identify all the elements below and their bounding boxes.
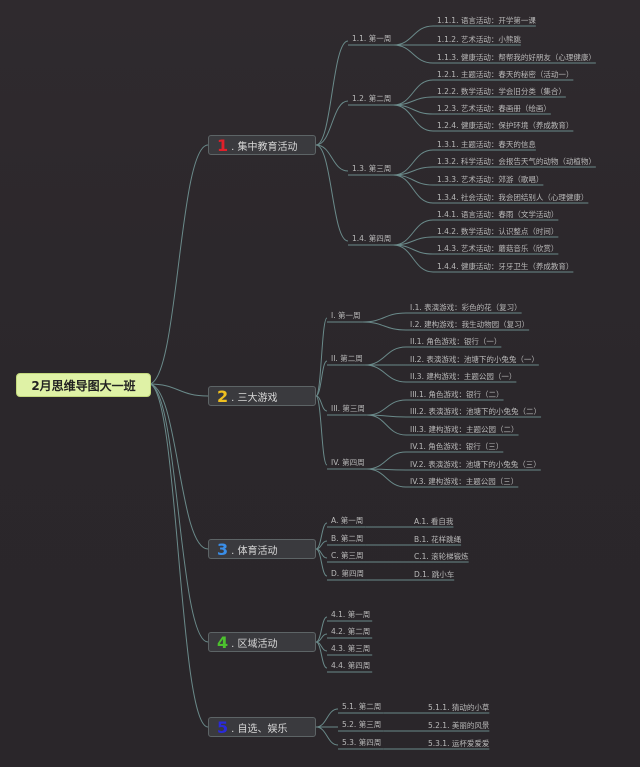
week-label[interactable]: 4.3. 第三周 (331, 644, 371, 653)
leaf-connector (393, 44, 434, 64)
branch-node-2[interactable]: 2. 三大游戏 (208, 386, 316, 406)
activity-item[interactable]: 5.2.1. 美丽的风景 (428, 721, 490, 730)
branch-number: 1 (217, 135, 229, 155)
activity-item[interactable]: 1.1.2. 艺术活动：小熊跳 (437, 35, 521, 44)
branch-label: . 区域活动 (231, 638, 278, 650)
week-label[interactable]: 5.1. 第二周 (342, 702, 382, 711)
branch-node-4[interactable]: 4. 区域活动 (208, 632, 316, 652)
week-connector (315, 100, 349, 146)
leaf-connector (366, 414, 407, 436)
activity-item[interactable]: 1.1.3. 健康活动：帮帮我的好朋友（心理健康） (437, 53, 596, 62)
week-label[interactable]: II. 第二周 (331, 354, 363, 363)
week-connector (315, 40, 349, 146)
activity-item[interactable]: IV.2. 表演游戏：池塘下的小兔兔（三） (410, 460, 541, 469)
root-node[interactable]: 2月思维导图大一班 (16, 373, 151, 397)
activity-item[interactable]: IV.3. 建构游戏：主题公园（三） (410, 477, 519, 486)
leaf-connector (393, 25, 434, 46)
week-label[interactable]: IV. 第四周 (331, 458, 365, 467)
week-connector (315, 360, 328, 397)
leaf-connector (393, 104, 434, 132)
root-connector (148, 383, 209, 550)
leaf-connector (362, 312, 407, 323)
week-connector (315, 317, 328, 397)
week-label[interactable]: 1.1. 第一周 (352, 34, 392, 43)
activity-item[interactable]: 1.3.1. 主题活动：春天的信息 (437, 140, 536, 149)
branch-number: 4 (217, 632, 229, 652)
week-label[interactable]: 1.2. 第二周 (352, 94, 392, 103)
activity-item[interactable]: 1.1.1. 语言活动：开学第一课 (437, 16, 536, 25)
leaf-connector (366, 468, 407, 488)
branch-number: 5 (217, 717, 229, 737)
activity-item[interactable]: 5.1.1. 猜动的小草 (428, 703, 490, 712)
activity-item[interactable]: 1.4.1. 语言活动：春雨（文学活动） (437, 210, 559, 219)
activity-item[interactable]: 1.3.3. 艺术活动：郊游（歌唱） (437, 175, 544, 184)
root-connector (148, 383, 209, 397)
week-label[interactable]: A. 第一周 (331, 516, 364, 525)
branch-number: 2 (217, 386, 229, 406)
week-connector (315, 641, 328, 669)
activity-item[interactable]: III.3. 建构游戏：主题公园（二） (410, 425, 519, 434)
activity-item[interactable]: III.1. 角色游戏：银行（二） (410, 390, 504, 399)
activity-item[interactable]: 1.2.3. 艺术活动：春画册（绘画） (437, 104, 551, 113)
week-connector (315, 144, 349, 172)
activity-item[interactable]: II.1. 角色游戏：银行（一） (410, 337, 502, 346)
activity-item[interactable]: D.1. 跳小车 (414, 570, 455, 579)
week-label[interactable]: C. 第三周 (331, 551, 364, 560)
leaf-connector (366, 451, 407, 470)
activity-item[interactable]: I.2. 建构游戏：我生动物园（复习） (410, 320, 530, 329)
activity-item[interactable]: 5.3.1. 运杯爱爱爱 (428, 739, 490, 748)
week-label[interactable]: 5.2. 第三周 (342, 720, 382, 729)
branch-number: 3 (217, 539, 229, 559)
leaf-connector (393, 174, 434, 204)
week-label[interactable]: B. 第二周 (331, 534, 364, 543)
leaf-connector (364, 364, 407, 383)
activity-item[interactable]: I.1. 表演游戏：彩色的花（复习） (410, 303, 522, 312)
activity-item[interactable]: 1.4.3. 艺术活动：蘑菇音乐（欣赏） (437, 244, 559, 253)
branch-label: . 集中教育活动 (231, 141, 298, 153)
activity-item[interactable]: C.1. 滚轮梯锻炼 (414, 552, 469, 561)
week-connector (315, 726, 339, 746)
week-connector (315, 548, 328, 577)
branch-label: . 体育活动 (231, 545, 278, 557)
week-label[interactable]: III. 第三周 (331, 404, 365, 413)
activity-item[interactable]: 1.2.1. 主题活动：春天的秘密（活动一） (437, 70, 574, 79)
leaf-connector (362, 321, 407, 331)
root-connector (148, 383, 209, 728)
activity-item[interactable]: 1.4.2. 数学活动：认识整点（时间） (437, 227, 559, 236)
activity-item[interactable]: B.1. 花样跳绳 (414, 535, 462, 544)
week-connector (315, 522, 328, 550)
leaf-connector (364, 346, 407, 366)
week-connector (315, 708, 339, 728)
activity-item[interactable]: III.2. 表演游戏：池塘下的小兔兔（二） (410, 407, 542, 416)
activity-item[interactable]: 1.3.2. 科学活动：会报告天气的动物（动植物） (437, 157, 596, 166)
root-connector (148, 144, 209, 385)
week-label[interactable]: 5.3. 第四周 (342, 738, 382, 747)
branch-node-1[interactable]: 1. 集中教育活动 (208, 135, 316, 155)
activity-item[interactable]: II.2. 表演游戏：池塘下的小兔兔（一） (410, 355, 539, 364)
leaf-connector (366, 399, 407, 416)
root-connector (148, 383, 209, 643)
branch-label: . 三大游戏 (231, 392, 278, 404)
leaf-connector (393, 244, 434, 273)
activity-item[interactable]: 1.2.4. 健康活动：保护环境（养成教育） (437, 121, 574, 130)
week-label[interactable]: D. 第四周 (331, 569, 365, 578)
branch-label: . 自选、娱乐 (231, 723, 288, 735)
week-label[interactable]: 1.3. 第三周 (352, 164, 392, 173)
week-label[interactable]: I. 第一周 (331, 311, 361, 320)
activity-item[interactable]: II.3. 建构游戏：主题公园（一） (410, 372, 517, 381)
activity-item[interactable]: 1.4.4. 健康活动：牙牙卫生（养成教育） (437, 262, 574, 271)
week-label[interactable]: 1.4. 第四周 (352, 234, 392, 243)
branch-node-5[interactable]: 5. 自选、娱乐 (208, 717, 316, 737)
week-label[interactable]: 4.2. 第二周 (331, 627, 371, 636)
week-connector (315, 144, 349, 242)
activity-item[interactable]: 1.3.4. 社会活动：我会团结别人（心理健康） (437, 193, 589, 202)
week-connector (315, 395, 328, 466)
week-label[interactable]: 4.4. 第四周 (331, 661, 371, 670)
activity-item[interactable]: A.1. 看自我 (414, 517, 454, 526)
activity-item[interactable]: IV.1. 角色游戏：银行（三） (410, 442, 504, 451)
branch-node-3[interactable]: 3. 体育活动 (208, 539, 316, 559)
week-label[interactable]: 4.1. 第一周 (331, 610, 371, 619)
activity-item[interactable]: 1.2.2. 数学活动：学会旧分类（集合） (437, 87, 566, 96)
